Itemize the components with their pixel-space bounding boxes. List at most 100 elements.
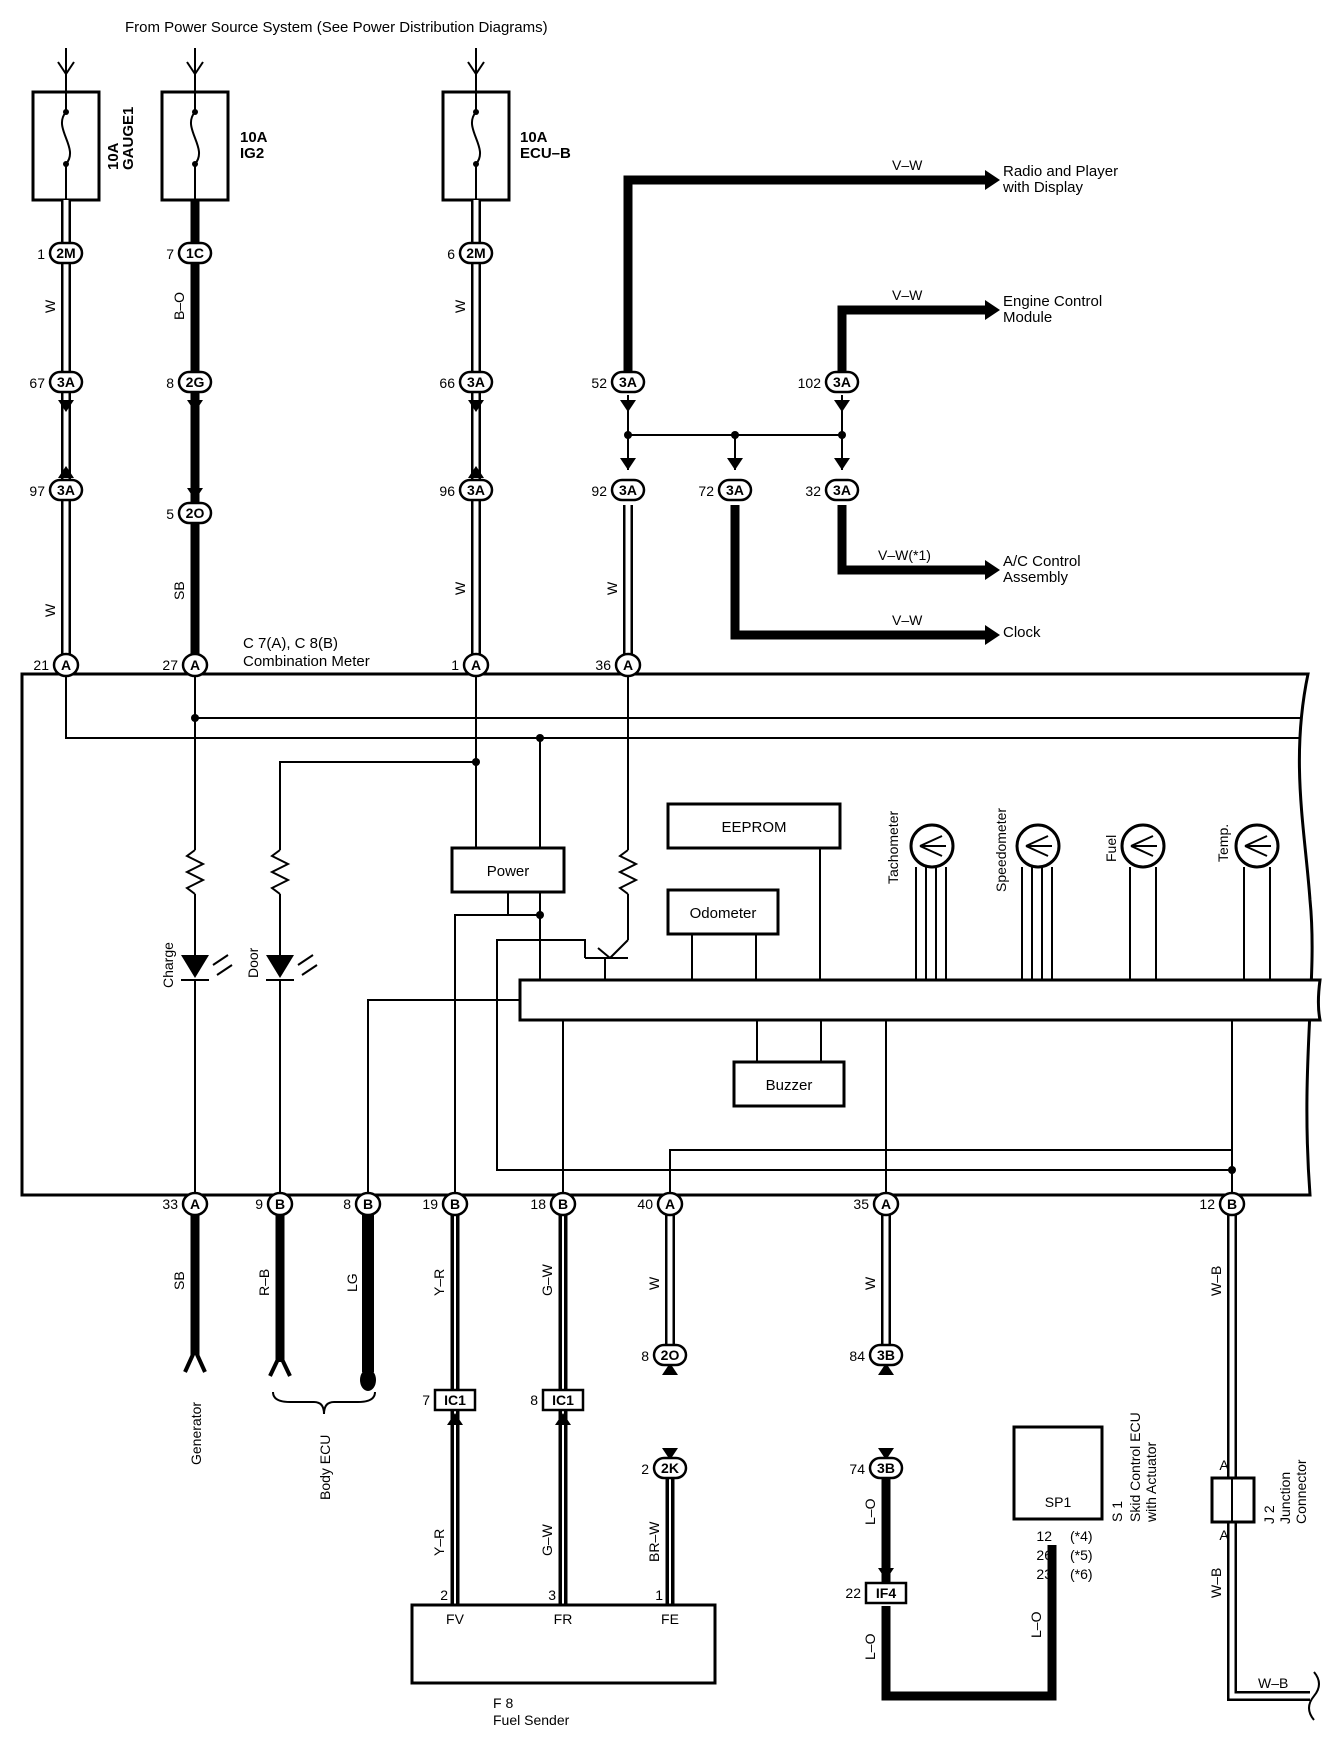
header-text: From Power Source System (See Power Dist…: [125, 19, 548, 36]
svg-text:B: B: [275, 1196, 285, 1212]
svg-text:(*6): (*6): [1070, 1566, 1093, 1582]
svg-text:A: A: [1219, 1457, 1229, 1473]
svg-text:L–O: L–O: [862, 1633, 878, 1660]
dest-ac: A/C Control Assembly: [1003, 553, 1081, 586]
svg-text:Y–R: Y–R: [431, 1529, 447, 1556]
svg-text:S 1: S 1: [1109, 1501, 1125, 1522]
svg-text:G–W: G–W: [539, 1263, 555, 1296]
fuel-sender-name: Fuel Sender: [493, 1712, 570, 1728]
svg-text:A: A: [623, 657, 633, 673]
svg-text:7: 7: [166, 246, 174, 262]
svg-text:LG: LG: [344, 1273, 360, 1292]
svg-text:92: 92: [591, 483, 607, 499]
svg-text:8: 8: [343, 1196, 351, 1212]
svg-text:A: A: [471, 657, 481, 673]
svg-text:SP1: SP1: [1045, 1494, 1072, 1510]
svg-text:L–O: L–O: [1028, 1611, 1044, 1638]
svg-text:3A: 3A: [619, 374, 637, 390]
svg-text:8: 8: [641, 1348, 649, 1364]
dest-clock: Clock: [1003, 624, 1041, 641]
svg-text:12: 12: [1036, 1528, 1052, 1544]
svg-text:7: 7: [422, 1392, 430, 1408]
svg-text:W: W: [42, 603, 58, 617]
door-label: Door: [245, 947, 261, 978]
connector-arrows: [58, 400, 850, 500]
svg-text:35: 35: [853, 1196, 869, 1212]
m18: B18: [530, 1191, 577, 1217]
svg-text:Connector: Connector: [1293, 1459, 1309, 1524]
wire-vw-bus: [623, 170, 1000, 665]
svg-text:R–B: R–B: [256, 1269, 272, 1296]
svg-text:SB: SB: [171, 581, 187, 600]
svg-text:Tachometer: Tachometer: [885, 811, 901, 884]
svg-text:A: A: [1219, 1527, 1229, 1543]
svg-text:Skid Control ECU: Skid Control ECU: [1127, 1412, 1143, 1522]
svg-text:Y–R: Y–R: [431, 1269, 447, 1296]
svg-text:33: 33: [162, 1196, 178, 1212]
c2m1: 2M1: [37, 241, 84, 265]
svg-text:22: 22: [845, 1585, 861, 1601]
svg-text:3A: 3A: [467, 374, 485, 390]
temp-gauge: Temp.: [1215, 823, 1280, 980]
m1: A1: [451, 652, 490, 678]
svg-text:A: A: [61, 657, 71, 673]
meter-top-pins: A21 A27 A1 A36: [33, 652, 642, 678]
svg-text:IF4: IF4: [876, 1585, 896, 1601]
svg-text:18: 18: [530, 1196, 546, 1212]
svg-text:3A: 3A: [57, 482, 75, 498]
svg-text:BR–W: BR–W: [646, 1521, 662, 1562]
c2o5: 2O5: [166, 501, 213, 525]
fuse-ig2: 10A IG2: [160, 48, 268, 202]
svg-text:W: W: [42, 299, 58, 313]
svg-text:W: W: [452, 581, 468, 595]
svg-text:B: B: [450, 1196, 460, 1212]
svg-text:66: 66: [439, 375, 455, 391]
meter-bottom-pins: A33 B9 B8 B19 B18 A40 A35 B12: [162, 1191, 1246, 1217]
svg-text:3A: 3A: [726, 482, 744, 498]
svg-text:1C: 1C: [186, 245, 204, 261]
svg-text:52: 52: [591, 375, 607, 391]
wire-labels-lower: SB R–B LG Y–R G–W W W W–B Y–R G–W BR–W L…: [171, 1263, 1288, 1691]
svg-text:Module: Module: [1003, 309, 1052, 326]
svg-text:23: 23: [1036, 1566, 1052, 1582]
buzzer-label: Buzzer: [766, 1077, 813, 1094]
fuse-ig2-rating: 10A: [240, 129, 268, 146]
svg-text:2M: 2M: [466, 245, 485, 261]
m40: A40: [637, 1191, 684, 1217]
fuse-gauge1: 10A GAUGE1: [31, 48, 137, 202]
fuel-sender: FV FR FE 2 3 1 F 8 Fuel Sender: [410, 1587, 717, 1728]
svg-text:21: 21: [33, 657, 49, 673]
svg-text:with Actuator: with Actuator: [1143, 1442, 1159, 1523]
c3a66: 3A 66: [439, 370, 494, 394]
svg-text:3A: 3A: [619, 482, 637, 498]
combination-meter: Charge Door Power EEPROM Odometer: [20, 672, 1322, 1197]
svg-text:102: 102: [798, 375, 822, 391]
svg-text:19: 19: [422, 1196, 438, 1212]
svg-text:L–O: L–O: [862, 1498, 878, 1525]
power-label: Power: [487, 863, 530, 880]
svg-text:(*5): (*5): [1070, 1547, 1093, 1563]
svg-text:with Display: with Display: [1002, 179, 1084, 196]
tachometer-gauge: Tachometer: [885, 811, 955, 980]
svg-text:9: 9: [255, 1196, 263, 1212]
m33: A33: [162, 1191, 209, 1217]
meter-name: Combination Meter: [243, 653, 370, 670]
svg-text:84: 84: [849, 1348, 865, 1364]
svg-text:B–O: B–O: [171, 292, 187, 320]
svg-text:Speedometer: Speedometer: [993, 808, 1009, 892]
svg-text:B: B: [363, 1196, 373, 1212]
speedometer-gauge: Speedometer: [993, 808, 1061, 980]
svg-text:5: 5: [166, 506, 174, 522]
svg-text:1: 1: [37, 246, 45, 262]
svg-text:1: 1: [451, 657, 459, 673]
svg-text:26: 26: [1036, 1547, 1052, 1563]
svg-text:FE: FE: [661, 1611, 679, 1627]
c2o8: 2O8: [641, 1343, 688, 1367]
